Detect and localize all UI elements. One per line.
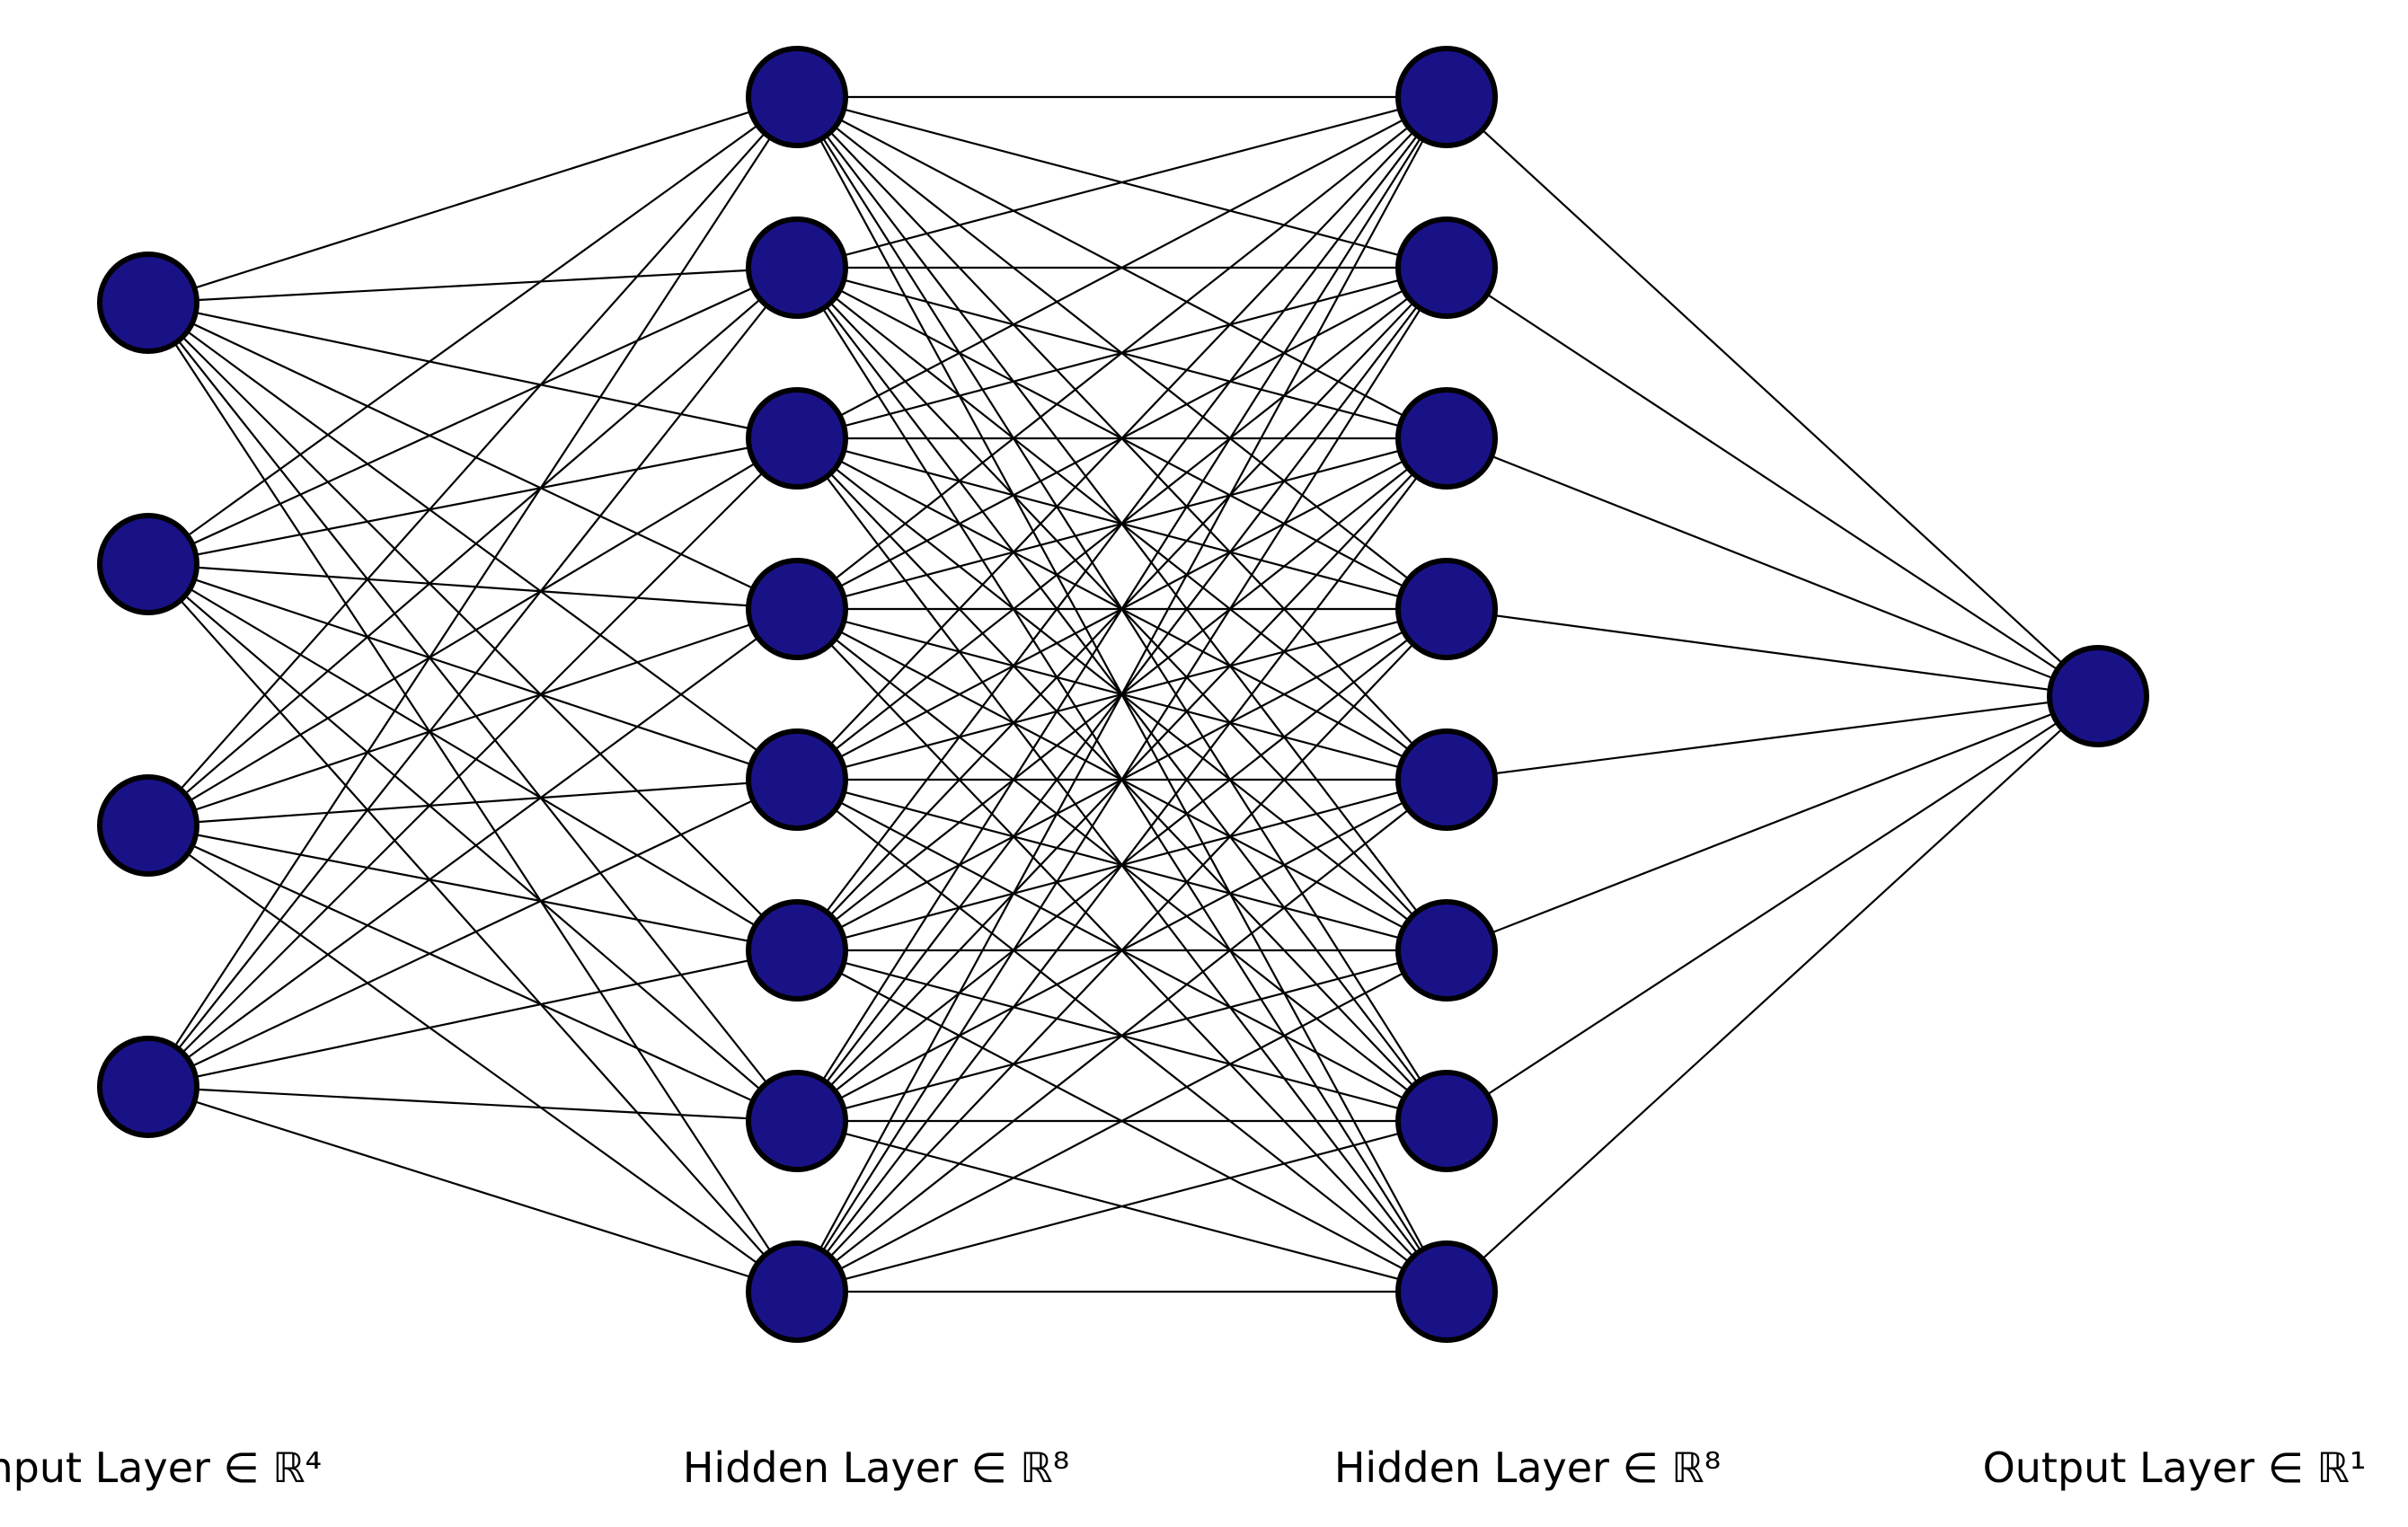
- neuron-node-hidden1-3: [746, 387, 848, 490]
- connection-edge: [147, 302, 798, 951]
- connection-edge: [147, 437, 798, 1088]
- neuron-node-hidden1-4: [746, 558, 848, 660]
- connection-edge: [147, 563, 798, 951]
- connection-edge: [1446, 267, 2099, 697]
- layer-label-hidden2: Hidden Layer ∈ ℝ⁸: [1334, 1443, 1721, 1492]
- connection-edges-group: [147, 95, 2099, 1293]
- connection-edge: [147, 563, 798, 1293]
- connection-edge: [796, 96, 1447, 1293]
- connection-edge: [147, 302, 798, 610]
- connection-edge: [147, 563, 798, 1122]
- connection-edge: [147, 266, 798, 305]
- connection-edge: [147, 95, 798, 305]
- connection-edge: [147, 778, 798, 827]
- connection-edge: [147, 607, 798, 827]
- connection-edge: [147, 824, 798, 1123]
- connection-edge: [147, 266, 798, 566]
- connection-edge: [1446, 437, 2099, 698]
- neuron-node-hidden2-3: [1395, 387, 1498, 490]
- connection-edge: [1446, 694, 2099, 781]
- layer-label-output: Output Layer ∈ ℝ¹: [1983, 1443, 2367, 1492]
- connection-edge: [147, 949, 798, 1089]
- connection-edge: [147, 267, 798, 826]
- connection-edge: [147, 779, 798, 1088]
- connection-edge: [147, 1085, 798, 1293]
- connection-edge: [147, 825, 798, 1293]
- connection-edge: [147, 96, 798, 565]
- neuron-nodes-group: [97, 46, 2149, 1343]
- neuron-node-hidden2-4: [1395, 558, 1498, 660]
- connection-edge: [796, 437, 1447, 1293]
- connection-edge: [1446, 695, 2099, 1122]
- connection-edge: [796, 1119, 1447, 1293]
- connection-edge: [147, 562, 798, 611]
- connection-edge: [796, 96, 1447, 1122]
- connection-edge: [796, 96, 1447, 439]
- neuron-node-hidden1-8: [746, 1240, 848, 1343]
- connection-edge: [147, 608, 798, 1088]
- neuron-node-hidden1-7: [746, 1070, 848, 1172]
- connection-edge: [796, 267, 1447, 1293]
- neuron-node-output-1: [2047, 645, 2149, 747]
- connection-edge: [796, 96, 1447, 781]
- neuron-node-hidden1-6: [746, 899, 848, 1002]
- layer-label-input: Input Layer ∈ ℝ⁴: [0, 1443, 322, 1492]
- neuron-node-input-2: [97, 513, 199, 615]
- connection-edge: [1446, 694, 2099, 952]
- layer-label-hidden1: Hidden Layer ∈ ℝ⁸: [683, 1443, 1069, 1492]
- layer-labels-group: Input Layer ∈ ℝ⁴ Hidden Layer ∈ ℝ⁸ Hidden …: [0, 1443, 2366, 1492]
- connection-edge: [147, 301, 798, 440]
- neuron-node-hidden2-7: [1395, 1070, 1498, 1172]
- connection-edge: [796, 779, 1447, 1293]
- connection-edge: [147, 267, 798, 1088]
- connection-edge: [796, 608, 1447, 1293]
- connection-edge: [796, 949, 1447, 1293]
- connection-edge: [796, 95, 1447, 269]
- connection-edge: [147, 302, 798, 1293]
- neuron-node-hidden2-5: [1395, 728, 1498, 831]
- connection-edge: [1446, 607, 2099, 698]
- neuron-node-hidden1-1: [746, 46, 848, 148]
- neuron-node-hidden1-5: [746, 728, 848, 831]
- neuron-node-input-3: [97, 774, 199, 877]
- neuron-node-input-1: [97, 252, 199, 354]
- connection-edge: [147, 302, 798, 1122]
- neuron-node-hidden1-2: [746, 216, 848, 319]
- neuron-node-hidden2-8: [1395, 1240, 1498, 1343]
- connection-edge: [796, 96, 1447, 610]
- connection-edge: [147, 824, 798, 952]
- neuron-node-hidden2-1: [1395, 46, 1498, 148]
- neuron-node-hidden2-6: [1395, 899, 1498, 1002]
- connection-edge: [147, 96, 798, 1088]
- connection-edge: [147, 437, 798, 826]
- connection-edge: [796, 96, 1447, 951]
- connection-edge: [147, 437, 798, 566]
- connection-edge: [147, 1085, 798, 1123]
- neuron-node-hidden2-2: [1395, 216, 1498, 319]
- connection-edge: [1446, 96, 2099, 697]
- neuron-node-input-4: [97, 1036, 199, 1138]
- connection-edge: [147, 562, 798, 781]
- connection-edge: [1446, 695, 2099, 1293]
- connection-edge: [147, 96, 798, 826]
- connection-edge: [147, 302, 798, 781]
